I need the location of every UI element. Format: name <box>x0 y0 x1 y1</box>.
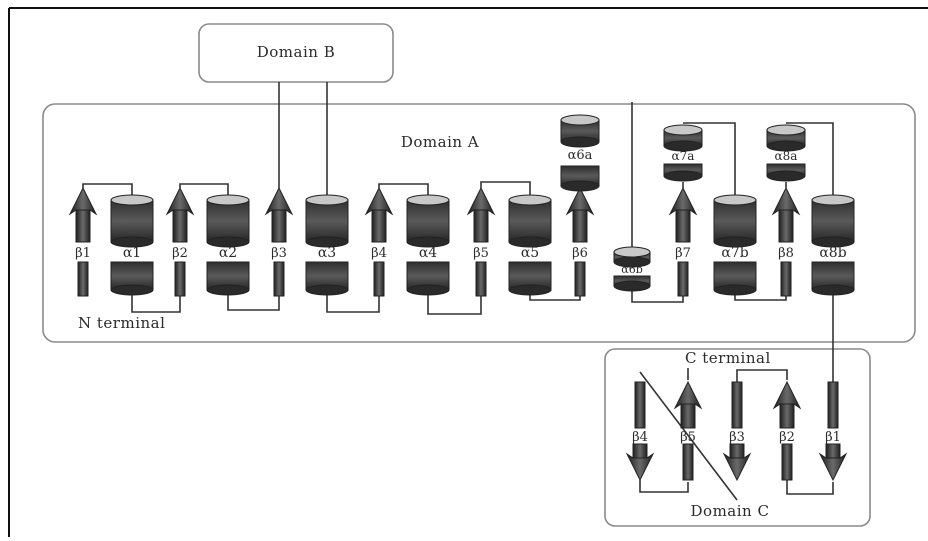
strand-label-c-2: β5 <box>680 430 696 445</box>
helix-label-a8a: α8a <box>775 149 798 163</box>
n-terminal-label: N terminal <box>78 314 165 332</box>
helix-label-a2: α2 <box>219 245 237 261</box>
conn-c-b4-b5 <box>640 480 688 492</box>
domain-c-label: Domain C <box>691 502 770 520</box>
helix-label-a3: α3 <box>318 245 336 261</box>
strand-label-c-3: β3 <box>729 430 745 445</box>
strand-label-a-1: β1 <box>75 246 91 261</box>
domain-b-label: Domain B <box>257 43 335 61</box>
strand-label-c-5: β1 <box>825 430 841 445</box>
element-labels: β1 β2 β3 β4 β5 β6 β7 β8 α1 α2 α3 α4 α5 α6a α6b α7a α7b α8… <box>75 148 847 445</box>
strand-label-a-7: β7 <box>675 246 691 261</box>
strand-a-1 <box>70 188 96 296</box>
strand-a-8 <box>773 188 799 296</box>
strand-label-a-6: β6 <box>572 246 588 261</box>
strand-a-3 <box>266 188 292 296</box>
strand-label-a-4: β4 <box>371 246 387 261</box>
c-terminal-label: C terminal <box>685 349 771 367</box>
helix-label-a8b: α8b <box>819 245 846 261</box>
strand-a-2 <box>167 188 193 296</box>
domain-a-label: Domain A <box>401 133 479 151</box>
strand-label-a-3: β3 <box>271 246 287 261</box>
strand-label-a-2: β2 <box>172 246 188 261</box>
helix-label-a6b: α6b <box>621 263 642 276</box>
helix-label-a1: α1 <box>123 245 141 261</box>
conn-c-b2-b1 <box>787 480 833 494</box>
helix-label-a7a: α7a <box>672 149 695 163</box>
strand-label-a-5: β5 <box>473 246 489 261</box>
strand-a-4 <box>366 188 392 296</box>
helix-label-a6a: α6a <box>568 148 593 163</box>
strand-label-c-4: β2 <box>779 430 795 445</box>
strand-a-6 <box>567 188 593 296</box>
conn-c-b3-b2 <box>737 370 787 382</box>
strand-a-7 <box>670 188 696 296</box>
strand-label-a-8: β8 <box>778 246 794 261</box>
secondary-structure-elements <box>70 115 854 480</box>
helix-label-a5: α5 <box>521 245 539 261</box>
helix-label-a7b: α7b <box>721 245 748 261</box>
strand-a-5 <box>468 188 494 296</box>
helix-label-a4: α4 <box>419 245 437 261</box>
strand-label-c-1: β4 <box>632 430 648 445</box>
